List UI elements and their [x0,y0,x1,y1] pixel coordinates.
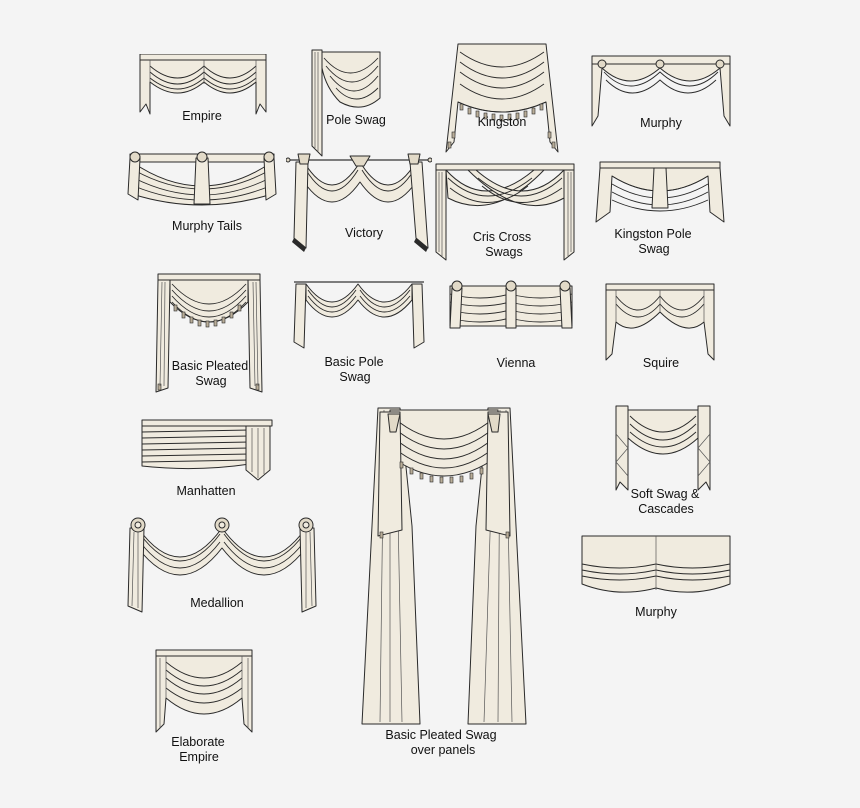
murphy-bottom-label: Murphy [635,605,677,620]
elaborate-empire-label-2: Empire [179,750,219,765]
basic-pole-label-1: Basic Pole [324,355,383,370]
kingston-illustration [444,42,560,154]
murphy-tails-label: Murphy Tails [172,219,242,234]
murphy-bottom-illustration [580,534,732,598]
vienna-illustration [448,280,574,330]
manhatten-label: Manhatten [176,484,235,499]
victory-label: Victory [345,226,383,241]
soft-swag-label-2: Cascades [638,502,694,517]
basic-pole-label-2: Swag [339,370,370,385]
panels-illustration [360,406,528,726]
elaborate-empire-illustration [154,648,254,734]
soft-swag-illustration [614,404,712,494]
vienna-label: Vienna [497,356,536,371]
basic-pleated-label-2: Swag [195,374,226,389]
empire-label: Empire [182,109,222,124]
medallion-label: Medallion [190,596,244,611]
panels-label-1: Basic Pleated Swag [385,728,496,743]
panels-label-2: over panels [411,743,476,758]
elaborate-empire-label-1: Elaborate [171,735,225,750]
murphy-top-label: Murphy [640,116,682,131]
cris-cross-label-2: Swags [485,245,523,260]
kingston-pole-illustration [594,160,726,224]
cris-cross-label-1: Cris Cross [473,230,531,245]
pole-swag-illustration [310,48,382,158]
squire-illustration [604,282,716,362]
murphy-tails-illustration [126,150,278,212]
soft-swag-label-1: Soft Swag & [631,487,700,502]
manhatten-illustration [140,418,274,484]
squire-label: Squire [643,356,679,371]
kingston-pole-label-2: Swag [638,242,669,257]
pole-swag-label: Pole Swag [326,113,386,128]
basic-pleated-label-1: Basic Pleated [172,359,248,374]
basic-pole-illustration [292,278,426,352]
kingston-label: Kingston [478,115,527,130]
kingston-pole-label-1: Kingston Pole [614,227,691,242]
